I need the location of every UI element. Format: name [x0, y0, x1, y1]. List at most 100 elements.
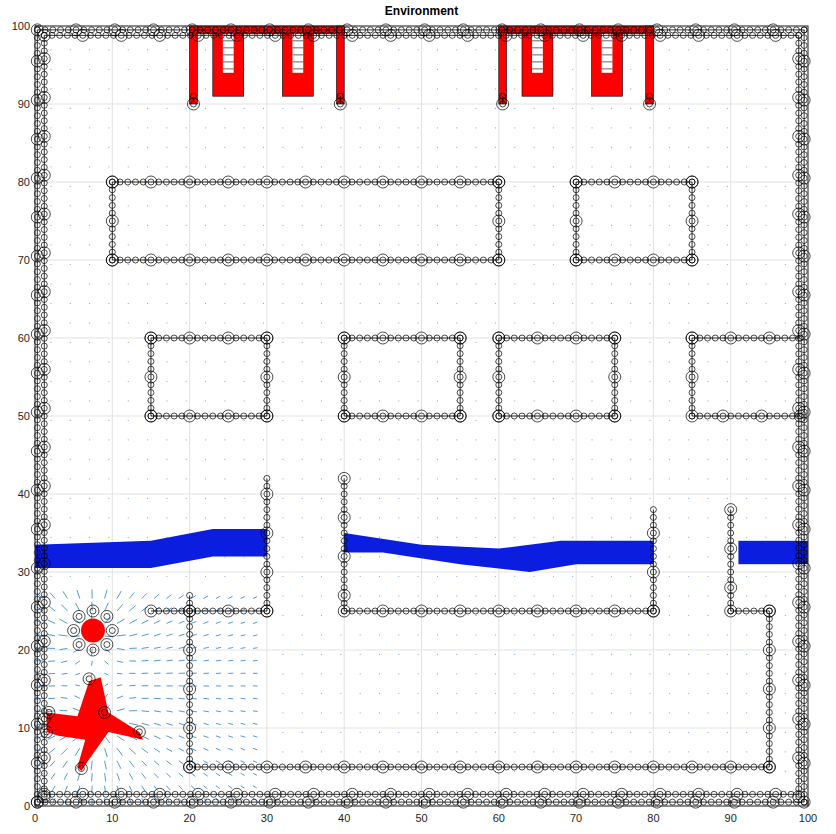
field-dot	[765, 790, 766, 791]
field-dot	[418, 147, 419, 148]
field-dot	[147, 147, 148, 148]
field-arrow	[253, 622, 257, 623]
field-arrow	[63, 591, 68, 598]
field-dot	[224, 459, 225, 460]
field-arrow	[216, 761, 220, 763]
field-dot	[128, 576, 129, 577]
field-arrow	[142, 620, 149, 623]
field-dot	[708, 381, 709, 382]
field-dot	[688, 634, 689, 635]
field-dot	[244, 342, 245, 343]
field-dot	[108, 478, 109, 479]
field-dot	[186, 69, 187, 70]
field-dot	[282, 342, 283, 343]
field-dot	[611, 459, 612, 460]
field-dot	[592, 459, 593, 460]
field-dot	[785, 108, 786, 109]
field-dot	[708, 693, 709, 694]
field-dot	[282, 400, 283, 401]
field-arrow	[129, 710, 137, 711]
field-dot	[476, 693, 477, 694]
tick-mark	[35, 494, 41, 495]
field-dot	[611, 693, 612, 694]
wall-marker	[41, 770, 47, 776]
field-arrow	[253, 635, 257, 636]
field-arrow	[241, 723, 246, 724]
field-dot	[398, 303, 399, 304]
field-dot	[785, 478, 786, 479]
field-dot	[630, 322, 631, 323]
field-dot	[398, 127, 399, 129]
field-dot	[572, 712, 573, 713]
field-arrow	[60, 710, 68, 711]
field-dot	[128, 69, 129, 70]
field-dot	[727, 751, 728, 752]
slot-line	[223, 68, 234, 69]
field-dot	[650, 127, 651, 129]
field-dot	[50, 342, 51, 343]
field-dot	[205, 342, 206, 343]
field-dot	[302, 595, 303, 596]
field-dot	[765, 283, 766, 284]
field-dot	[727, 712, 728, 713]
field-dot	[765, 108, 766, 109]
field-arrow	[50, 761, 55, 767]
field-arrow	[253, 761, 257, 763]
wall-markers	[31, 24, 810, 808]
field-dot	[437, 693, 438, 694]
field-dot	[572, 400, 573, 401]
field-dot	[688, 673, 689, 674]
field-arrow	[154, 621, 160, 624]
field-dot	[476, 225, 477, 226]
field-dot	[224, 205, 225, 206]
field-dot	[495, 751, 496, 752]
field-dot	[418, 595, 419, 596]
field-dot	[572, 537, 573, 538]
field-dot	[205, 459, 206, 460]
field-arrow	[129, 786, 132, 792]
field-arrow	[91, 590, 92, 599]
field-arrow	[179, 595, 184, 598]
field-arrow	[204, 660, 209, 662]
field-dot	[302, 790, 303, 791]
field-dot	[244, 439, 245, 440]
field-dot	[592, 537, 593, 538]
field-arrow	[105, 661, 109, 665]
field-dot	[128, 49, 129, 50]
field-dot	[244, 381, 245, 382]
field-dot	[630, 439, 631, 440]
field-dot	[70, 400, 71, 401]
field-dot	[108, 400, 109, 401]
field-dot	[418, 517, 419, 518]
field-dot	[514, 459, 515, 460]
field-dot	[534, 225, 535, 226]
field-dot	[669, 517, 670, 518]
wall-marker	[41, 739, 47, 745]
field-arrow	[228, 786, 232, 789]
field-dot	[108, 49, 109, 50]
field-dot	[765, 303, 766, 304]
field-arrow	[154, 748, 160, 752]
field-dot	[514, 439, 515, 440]
field-dot	[514, 127, 515, 129]
field-dot	[418, 576, 419, 577]
field-dot	[379, 732, 380, 733]
field-dot	[205, 225, 206, 226]
field-dot	[398, 459, 399, 460]
field-dot	[785, 654, 786, 655]
field-arrow	[117, 773, 120, 780]
field-dot	[514, 498, 515, 499]
field-dot	[592, 517, 593, 518]
field-dot	[765, 478, 766, 479]
field-dot	[186, 127, 187, 129]
field-arrow	[73, 708, 80, 711]
field-dot	[476, 732, 477, 733]
field-dot	[534, 712, 535, 713]
field-dot	[553, 673, 554, 674]
grid-line	[266, 26, 267, 806]
field-dot	[785, 166, 786, 167]
field-dot	[514, 400, 515, 401]
field-arrow	[117, 673, 122, 674]
field-dot	[263, 322, 264, 323]
field-dot	[224, 517, 225, 518]
